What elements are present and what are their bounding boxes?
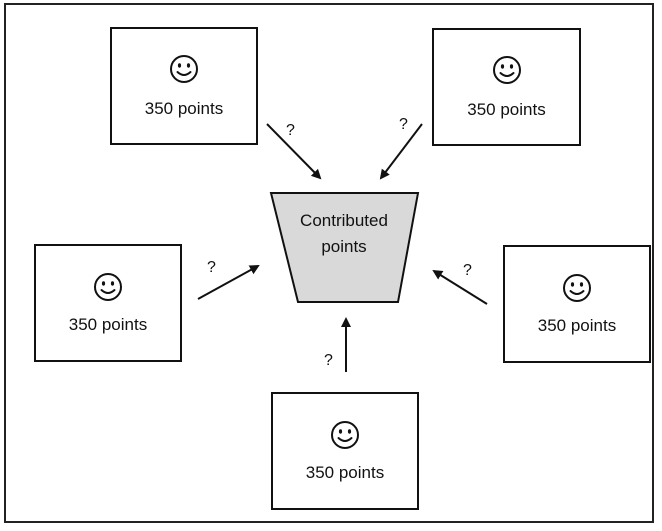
player-points-label: 350 points [68,315,148,334]
contribution-question-mark: ? [399,116,408,133]
smiley-face-icon [492,56,521,84]
arrow-player2-to-pool [379,123,423,180]
contribution-question-mark: ? [286,122,295,139]
player-box: 350 points [432,28,581,146]
pool-label-line2: points [321,237,367,256]
contribution-question-mark: ? [463,262,472,279]
contribution-question-mark: ? [207,259,216,276]
player-points-label: 350 points [305,463,385,482]
arrow-player3-to-pool [197,265,260,300]
smiley-face-icon [170,55,198,83]
player-points-label: 350 points [537,316,617,335]
smiley-face-icon [331,421,359,449]
arrow-player4-to-pool [432,269,488,305]
player-points-label: 350 points [467,100,546,119]
player-box: 350 points [271,392,419,510]
contribution-question-mark: ? [324,352,333,369]
diagram-frame [4,3,654,523]
player-points-label: 350 points [144,99,224,118]
smiley-face-icon [94,273,122,301]
contribution-pool-funnel [269,192,420,303]
arrow-player1-to-pool [266,123,322,180]
player-box: 350 points [110,27,258,145]
player-box: 350 points [503,245,651,363]
smiley-face-icon [563,274,591,302]
pool-label-line1: Contributed [300,211,388,230]
pool-label: Contributed points [272,208,416,260]
player-box: 350 points [34,244,182,362]
